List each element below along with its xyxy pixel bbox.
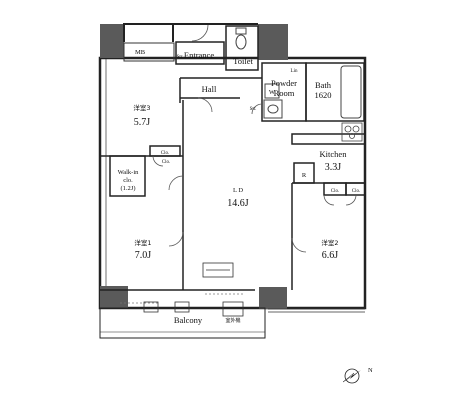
toilet-fixture	[235, 27, 247, 50]
balcony-label: Balcony	[174, 315, 203, 325]
ld-name: L D	[233, 187, 243, 194]
bathtub	[340, 65, 362, 119]
powder-room-label-2: Room	[274, 88, 295, 98]
washer-label: W	[269, 89, 276, 96]
balcony-area	[99, 307, 266, 339]
toilet-label: Toilet	[233, 56, 253, 66]
ld-size: 14.6J	[227, 198, 249, 209]
door-swings	[152, 24, 357, 253]
refrigerator-label: R	[302, 172, 307, 179]
entrance-label: Entrance	[184, 50, 214, 60]
powder-room-label-1: Powder	[271, 78, 297, 88]
structural-columns	[100, 24, 288, 309]
entrance-storage-label: Str.	[177, 55, 184, 60]
windows	[105, 59, 365, 313]
closet-lower-label: Clo.	[162, 160, 170, 165]
balcony-units	[143, 301, 244, 317]
mb-label: MB	[135, 49, 146, 56]
bath-size-label: 1620	[315, 90, 332, 100]
kitchen-stove	[341, 122, 363, 142]
closet-w3-label: Clo.	[161, 151, 169, 156]
western2-size: 6.6J	[322, 250, 339, 261]
closet-k2-label: Clo.	[352, 189, 360, 194]
hall-storage-label: Str.	[250, 107, 257, 112]
western1-name: 洋室1	[134, 238, 151, 247]
north-label: N	[368, 367, 373, 374]
walkin-label-1: Walk-in	[118, 169, 140, 176]
western2-name: 洋室2	[321, 238, 338, 247]
compass-icon	[342, 368, 361, 384]
kitchen-size: 3.3J	[325, 162, 342, 173]
bath-label: Bath	[315, 80, 332, 90]
powder-sink	[263, 99, 283, 119]
outdoor-unit-tag: 室外機	[225, 317, 240, 324]
western3-size: 5.7J	[134, 117, 151, 128]
western1-size: 7.0J	[135, 250, 152, 261]
kitchen-label: Kitchen	[320, 149, 348, 159]
mb-area	[123, 42, 175, 62]
western3-name: 洋室3	[133, 103, 150, 112]
ld-floor-panel	[202, 262, 234, 278]
linen-label: Lin	[291, 69, 298, 74]
upper-block-walls	[123, 23, 258, 42]
washer-box	[264, 83, 280, 99]
closet-k1-label: Clo.	[331, 189, 339, 194]
hall-label: Hall	[202, 84, 217, 94]
sliding-doors	[120, 293, 245, 304]
walkin-label-2: clo.	[123, 177, 133, 184]
walkin-label-3: (1.2J)	[121, 185, 136, 192]
interior-walls	[100, 25, 366, 291]
